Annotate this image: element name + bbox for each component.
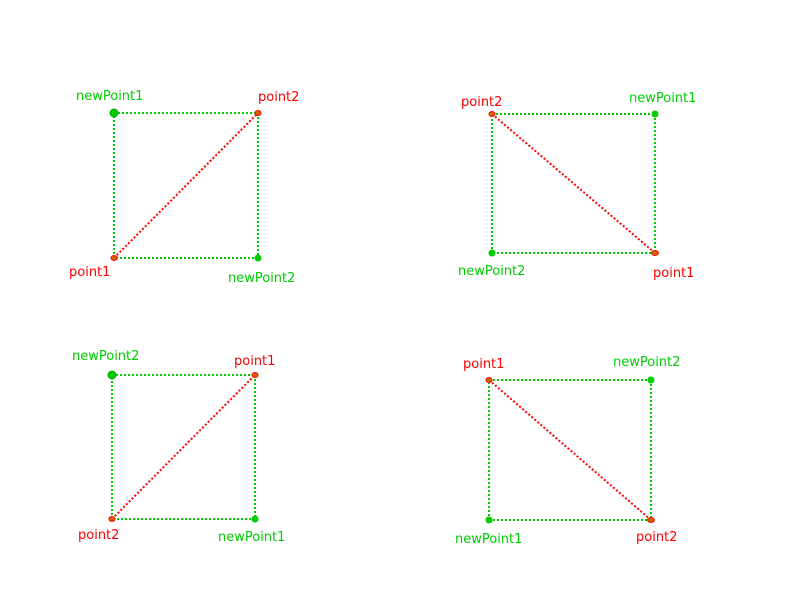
new-point2-label: newPoint2: [228, 271, 295, 286]
new-point1-marker: [251, 515, 259, 523]
panel-3: newPoint2 point1 point2 newPoint1: [72, 349, 285, 545]
panel-4: point1 newPoint2 newPoint1 point2: [455, 355, 680, 547]
diagonal-line: [491, 113, 656, 254]
new-point2-label: newPoint2: [458, 264, 525, 279]
new-point1-marker: [109, 108, 119, 118]
new-point2-label: newPoint2: [613, 355, 680, 370]
point1-label: point1: [463, 357, 504, 372]
point1-label: point1: [234, 354, 275, 369]
new-point2-marker: [647, 376, 655, 384]
point2-label: point2: [78, 528, 119, 543]
new-point1-marker: [651, 110, 659, 118]
diagonal-line: [113, 112, 259, 259]
point2-label: point2: [461, 95, 502, 110]
new-point2-marker: [488, 249, 496, 257]
point1-label: point1: [69, 265, 110, 280]
new-point2-marker: [254, 254, 262, 262]
new-point2-label: newPoint2: [72, 349, 139, 364]
panel-2: point2 newPoint1 newPoint2 point1: [458, 91, 696, 281]
point1-marker: [651, 250, 659, 256]
point2-marker: [254, 110, 262, 116]
point2-marker: [108, 516, 116, 522]
panel-1: newPoint1 point2 point1 newPoint2: [69, 89, 299, 286]
point1-marker: [485, 377, 493, 383]
new-point2-marker: [107, 370, 117, 380]
point2-label: point2: [258, 90, 299, 105]
point2-marker: [647, 517, 655, 523]
diagonal-line: [111, 374, 256, 520]
diagonal-line: [488, 379, 652, 521]
new-point1-marker: [485, 516, 493, 524]
point2-marker: [488, 111, 496, 117]
point1-marker: [251, 372, 259, 378]
point2-label: point2: [636, 530, 677, 545]
point1-label: point1: [653, 266, 694, 281]
new-point1-label: newPoint1: [218, 530, 285, 545]
new-point1-label: newPoint1: [629, 91, 696, 106]
point1-marker: [110, 255, 118, 261]
new-point1-label: newPoint1: [76, 89, 143, 104]
new-point1-label: newPoint1: [455, 532, 522, 547]
